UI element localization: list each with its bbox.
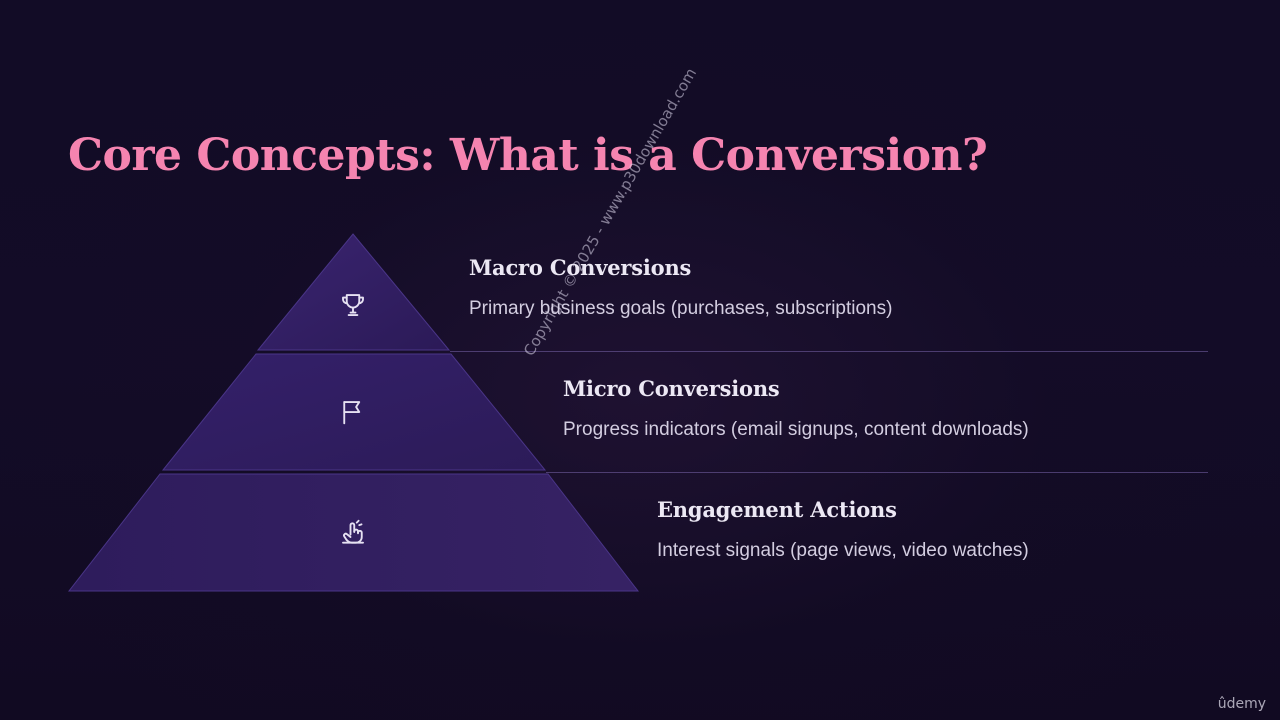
- tier-description: Interest signals (page views, video watc…: [657, 540, 1029, 561]
- tier-micro-conversions: Micro Conversions Progress indicators (e…: [563, 376, 1029, 441]
- tier-heading: Micro Conversions: [563, 376, 780, 401]
- flag-icon: [338, 397, 368, 427]
- udemy-logo: ûdemy: [1217, 696, 1266, 712]
- tier-divider-1: [450, 351, 1208, 352]
- pointer-icon: [338, 517, 368, 547]
- pyramid-tier-top: [256, 233, 451, 351]
- tier-macro-conversions: Macro Conversions Primary business goals…: [469, 255, 892, 320]
- slide-title: Core Concepts: What is a Conversion?: [68, 130, 988, 181]
- tier-description: Primary business goals (purchases, subsc…: [469, 298, 893, 319]
- tier-heading: Engagement Actions: [657, 497, 897, 522]
- tier-engagement-actions: Engagement Actions Interest signals (pag…: [657, 497, 1029, 562]
- tier-description: Progress indicators (email signups, cont…: [563, 419, 1029, 440]
- trophy-icon: [338, 290, 368, 320]
- tier-divider-2: [546, 472, 1208, 473]
- tier-heading: Macro Conversions: [469, 255, 692, 280]
